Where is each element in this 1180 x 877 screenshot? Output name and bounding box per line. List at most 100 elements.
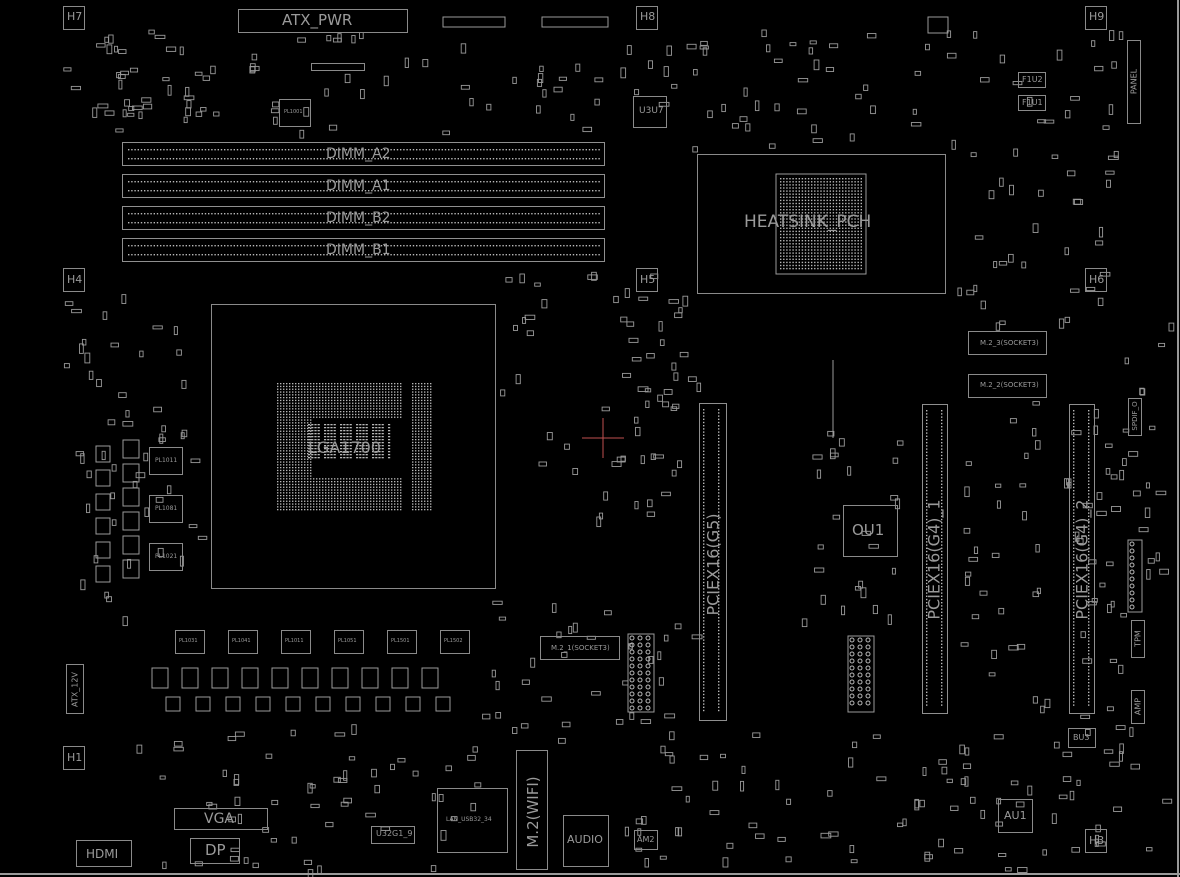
pch-ball [789, 224, 791, 226]
smd-component [561, 721, 571, 728]
dimm-pin [352, 254, 354, 256]
smd-component [297, 37, 306, 43]
pch-ball [851, 193, 853, 195]
pch-ball [851, 230, 853, 233]
pch-ball [829, 267, 831, 270]
dimm-pin [512, 213, 514, 215]
pch-ball [860, 255, 862, 257]
pcie-pin [703, 418, 705, 420]
smd-component [125, 410, 130, 418]
pch-ball [857, 249, 859, 251]
dimm-pin [371, 190, 373, 192]
lga-pin [356, 448, 359, 450]
lga-pin [430, 413, 432, 416]
dimm-pin [211, 213, 213, 215]
pch-ball [854, 252, 856, 254]
lga-pin [292, 397, 294, 399]
dimm-pin [508, 213, 511, 215]
dimm-pin [188, 254, 191, 256]
pch-ball [789, 221, 791, 223]
vrm-mosfet [122, 439, 140, 459]
pch-ball [798, 240, 800, 242]
dimm-pin [588, 158, 591, 160]
lga-pin [388, 385, 390, 388]
pch-ball [820, 187, 822, 189]
pch-ball [786, 264, 788, 267]
pch-ball [826, 221, 828, 223]
pch-ball [823, 199, 825, 202]
lga-pin [307, 455, 309, 458]
lga-pin [388, 451, 391, 453]
pcie-pin [1088, 608, 1090, 610]
pch-ball [823, 209, 825, 211]
pcie-pin [941, 522, 943, 524]
dimm-pin [243, 213, 245, 215]
pch-ball [832, 224, 835, 226]
dimm-pin [598, 245, 600, 247]
lga-pin [317, 445, 320, 447]
pch-ball [854, 209, 856, 211]
pcie-pin [1088, 454, 1090, 457]
smd-component [682, 295, 689, 307]
smd-component [622, 680, 629, 686]
pcie-pin [1088, 586, 1090, 588]
lga-pin [349, 405, 351, 407]
pcie-pin [1088, 637, 1090, 639]
dimm-pin [473, 181, 475, 183]
lga-pin [379, 497, 381, 500]
smd-component [526, 330, 534, 337]
dimm-pin [467, 149, 469, 151]
dimm-pin [224, 149, 226, 151]
lga-pin [325, 486, 327, 488]
lga-pin [352, 478, 354, 480]
smd-component [957, 287, 962, 297]
smd-component [1019, 483, 1027, 488]
dimm-pin [150, 190, 152, 192]
lga-pin [301, 397, 303, 399]
lga-pin [412, 436, 414, 438]
dimm-pin [486, 213, 488, 215]
pcie-pin [703, 505, 705, 507]
lga-pin [421, 497, 423, 500]
pch-ball [842, 218, 844, 220]
dimm-pin [256, 190, 258, 192]
dimm-pin [496, 222, 498, 224]
pch-ball [832, 199, 835, 202]
pch-ball [838, 202, 841, 205]
lga-pin [310, 453, 312, 455]
lga-pin [397, 405, 399, 407]
lga-pin [292, 402, 294, 404]
lga-pin [372, 457, 375, 459]
pch-ball [832, 212, 835, 214]
lga-pin [304, 439, 306, 441]
lga-pin [418, 399, 420, 402]
lga-pin [418, 444, 420, 446]
lga-pin [301, 500, 303, 502]
pch-ball [789, 184, 791, 186]
lga-pin [307, 489, 309, 491]
dimm-pin [499, 190, 501, 192]
pcie-pin [926, 512, 928, 514]
pch-ball [789, 267, 791, 270]
pch-ball [792, 212, 794, 214]
lga-pin [295, 464, 297, 466]
lga-pin [304, 478, 306, 480]
smd-component [273, 116, 278, 125]
smd-component [687, 376, 697, 382]
dimm-pin [256, 222, 258, 224]
pch-ball [848, 196, 850, 198]
dimm-pin [524, 181, 527, 183]
dimm-pin [534, 181, 536, 183]
smd-component [657, 394, 663, 402]
lga-pin [331, 483, 333, 486]
pch-ball [783, 215, 785, 217]
pch-ball [801, 246, 804, 248]
lga-pin [310, 495, 312, 497]
lga-pin [379, 481, 381, 483]
pcie-pin [1088, 483, 1090, 485]
lga-pin [355, 509, 357, 511]
lga-pin [280, 509, 282, 511]
dimm-pin [531, 181, 533, 183]
smd-component [307, 782, 313, 794]
pch-ball [780, 199, 782, 202]
